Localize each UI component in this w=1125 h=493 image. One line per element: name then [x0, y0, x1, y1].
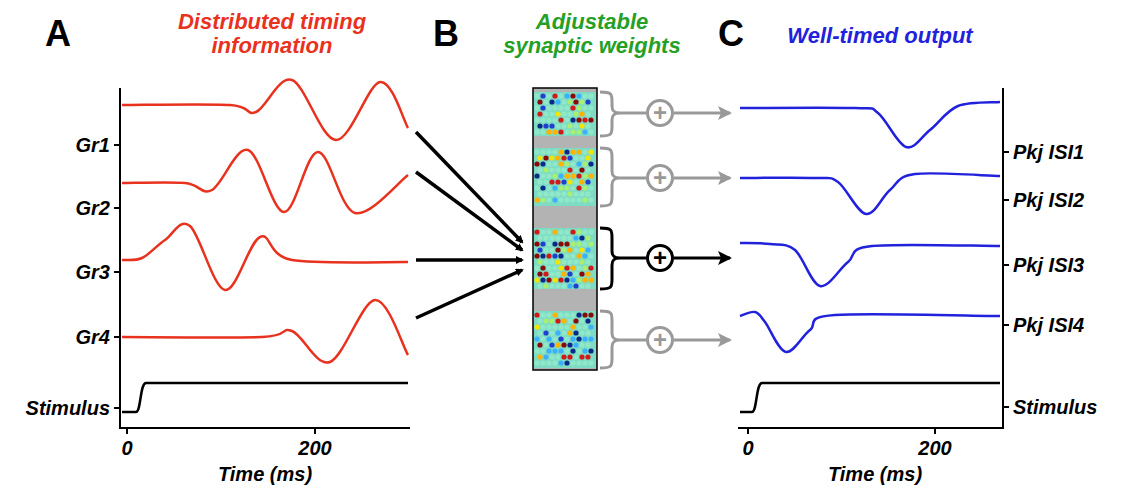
- axis-title: Time (ms): [828, 463, 922, 485]
- panel-letter: B: [433, 14, 459, 54]
- axis-label: Pkj ISI1: [1013, 141, 1084, 163]
- axis-title: Time (ms): [218, 463, 312, 485]
- axis-label: Gr4: [76, 326, 110, 348]
- weight-block: [534, 148, 596, 206]
- left-axes: [114, 88, 410, 434]
- activity-trace: [122, 80, 408, 140]
- panel-letter: C: [718, 14, 744, 54]
- activity-trace: [740, 173, 1000, 214]
- weight-block: [534, 311, 596, 368]
- stimulus-trace: [740, 383, 1000, 412]
- axis-label: Stimulus: [26, 397, 110, 419]
- axis-label: Pkj ISI3: [1013, 254, 1084, 276]
- panel-letter: A: [45, 14, 71, 54]
- plus-sign: +: [646, 326, 674, 354]
- sum-circle: +: [646, 244, 674, 272]
- plus-sign: +: [646, 244, 674, 272]
- sum-circle: +: [646, 99, 674, 127]
- axis-label: Pkj ISI2: [1013, 189, 1084, 211]
- axis-label: Stimulus: [1013, 396, 1097, 418]
- sum-braces: [600, 92, 730, 368]
- plus-sign: +: [646, 164, 674, 192]
- sum-circle: +: [646, 326, 674, 354]
- tick-label: 200: [918, 437, 951, 459]
- sum-circle: +: [646, 164, 674, 192]
- activity-trace: [740, 102, 1000, 147]
- axis-label: Gr1: [76, 134, 110, 156]
- activity-trace: [122, 224, 408, 290]
- weight-block: [534, 92, 596, 136]
- activity-trace: [740, 243, 1000, 286]
- tick-label: 0: [742, 437, 753, 459]
- tick-label: 0: [121, 437, 132, 459]
- stimulus-trace: [122, 383, 408, 412]
- weight-column: [533, 88, 597, 370]
- weight-block: [534, 228, 596, 289]
- panel-title: Adjustable synaptic weights: [497, 10, 687, 58]
- activity-trace: [740, 312, 1000, 352]
- weight-blocks: [534, 92, 596, 368]
- input-arrows: [416, 132, 522, 318]
- activity-trace: [122, 300, 408, 363]
- plus-sign: +: [646, 99, 674, 127]
- panel-title: Distributed timing information: [167, 10, 377, 58]
- panel-title: Well-timed output: [787, 24, 972, 48]
- activity-trace: [122, 150, 408, 214]
- axis-label: Gr2: [76, 197, 110, 219]
- axis-label: Pkj ISI4: [1013, 314, 1084, 336]
- tick-label: 200: [298, 437, 331, 459]
- right-axes: [738, 88, 1009, 434]
- axis-label: Gr3: [76, 261, 110, 283]
